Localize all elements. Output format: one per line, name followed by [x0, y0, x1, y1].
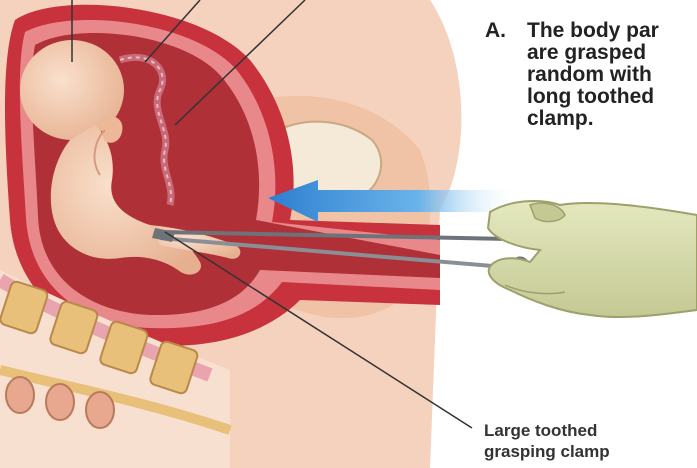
clamp-callout-label: Large toothed grasping clamp: [484, 420, 610, 462]
callout-line: Large toothed: [484, 420, 610, 441]
gloved-hand: [488, 201, 697, 317]
caption-letter: A.: [485, 20, 506, 42]
caption-line: are grasped: [527, 42, 659, 64]
caption-line: random with: [527, 64, 659, 86]
caption-line: The body par: [527, 20, 659, 42]
caption-line: long toothed: [527, 86, 659, 108]
callout-line: grasping clamp: [484, 441, 610, 462]
caption-line: clamp.: [527, 108, 659, 130]
